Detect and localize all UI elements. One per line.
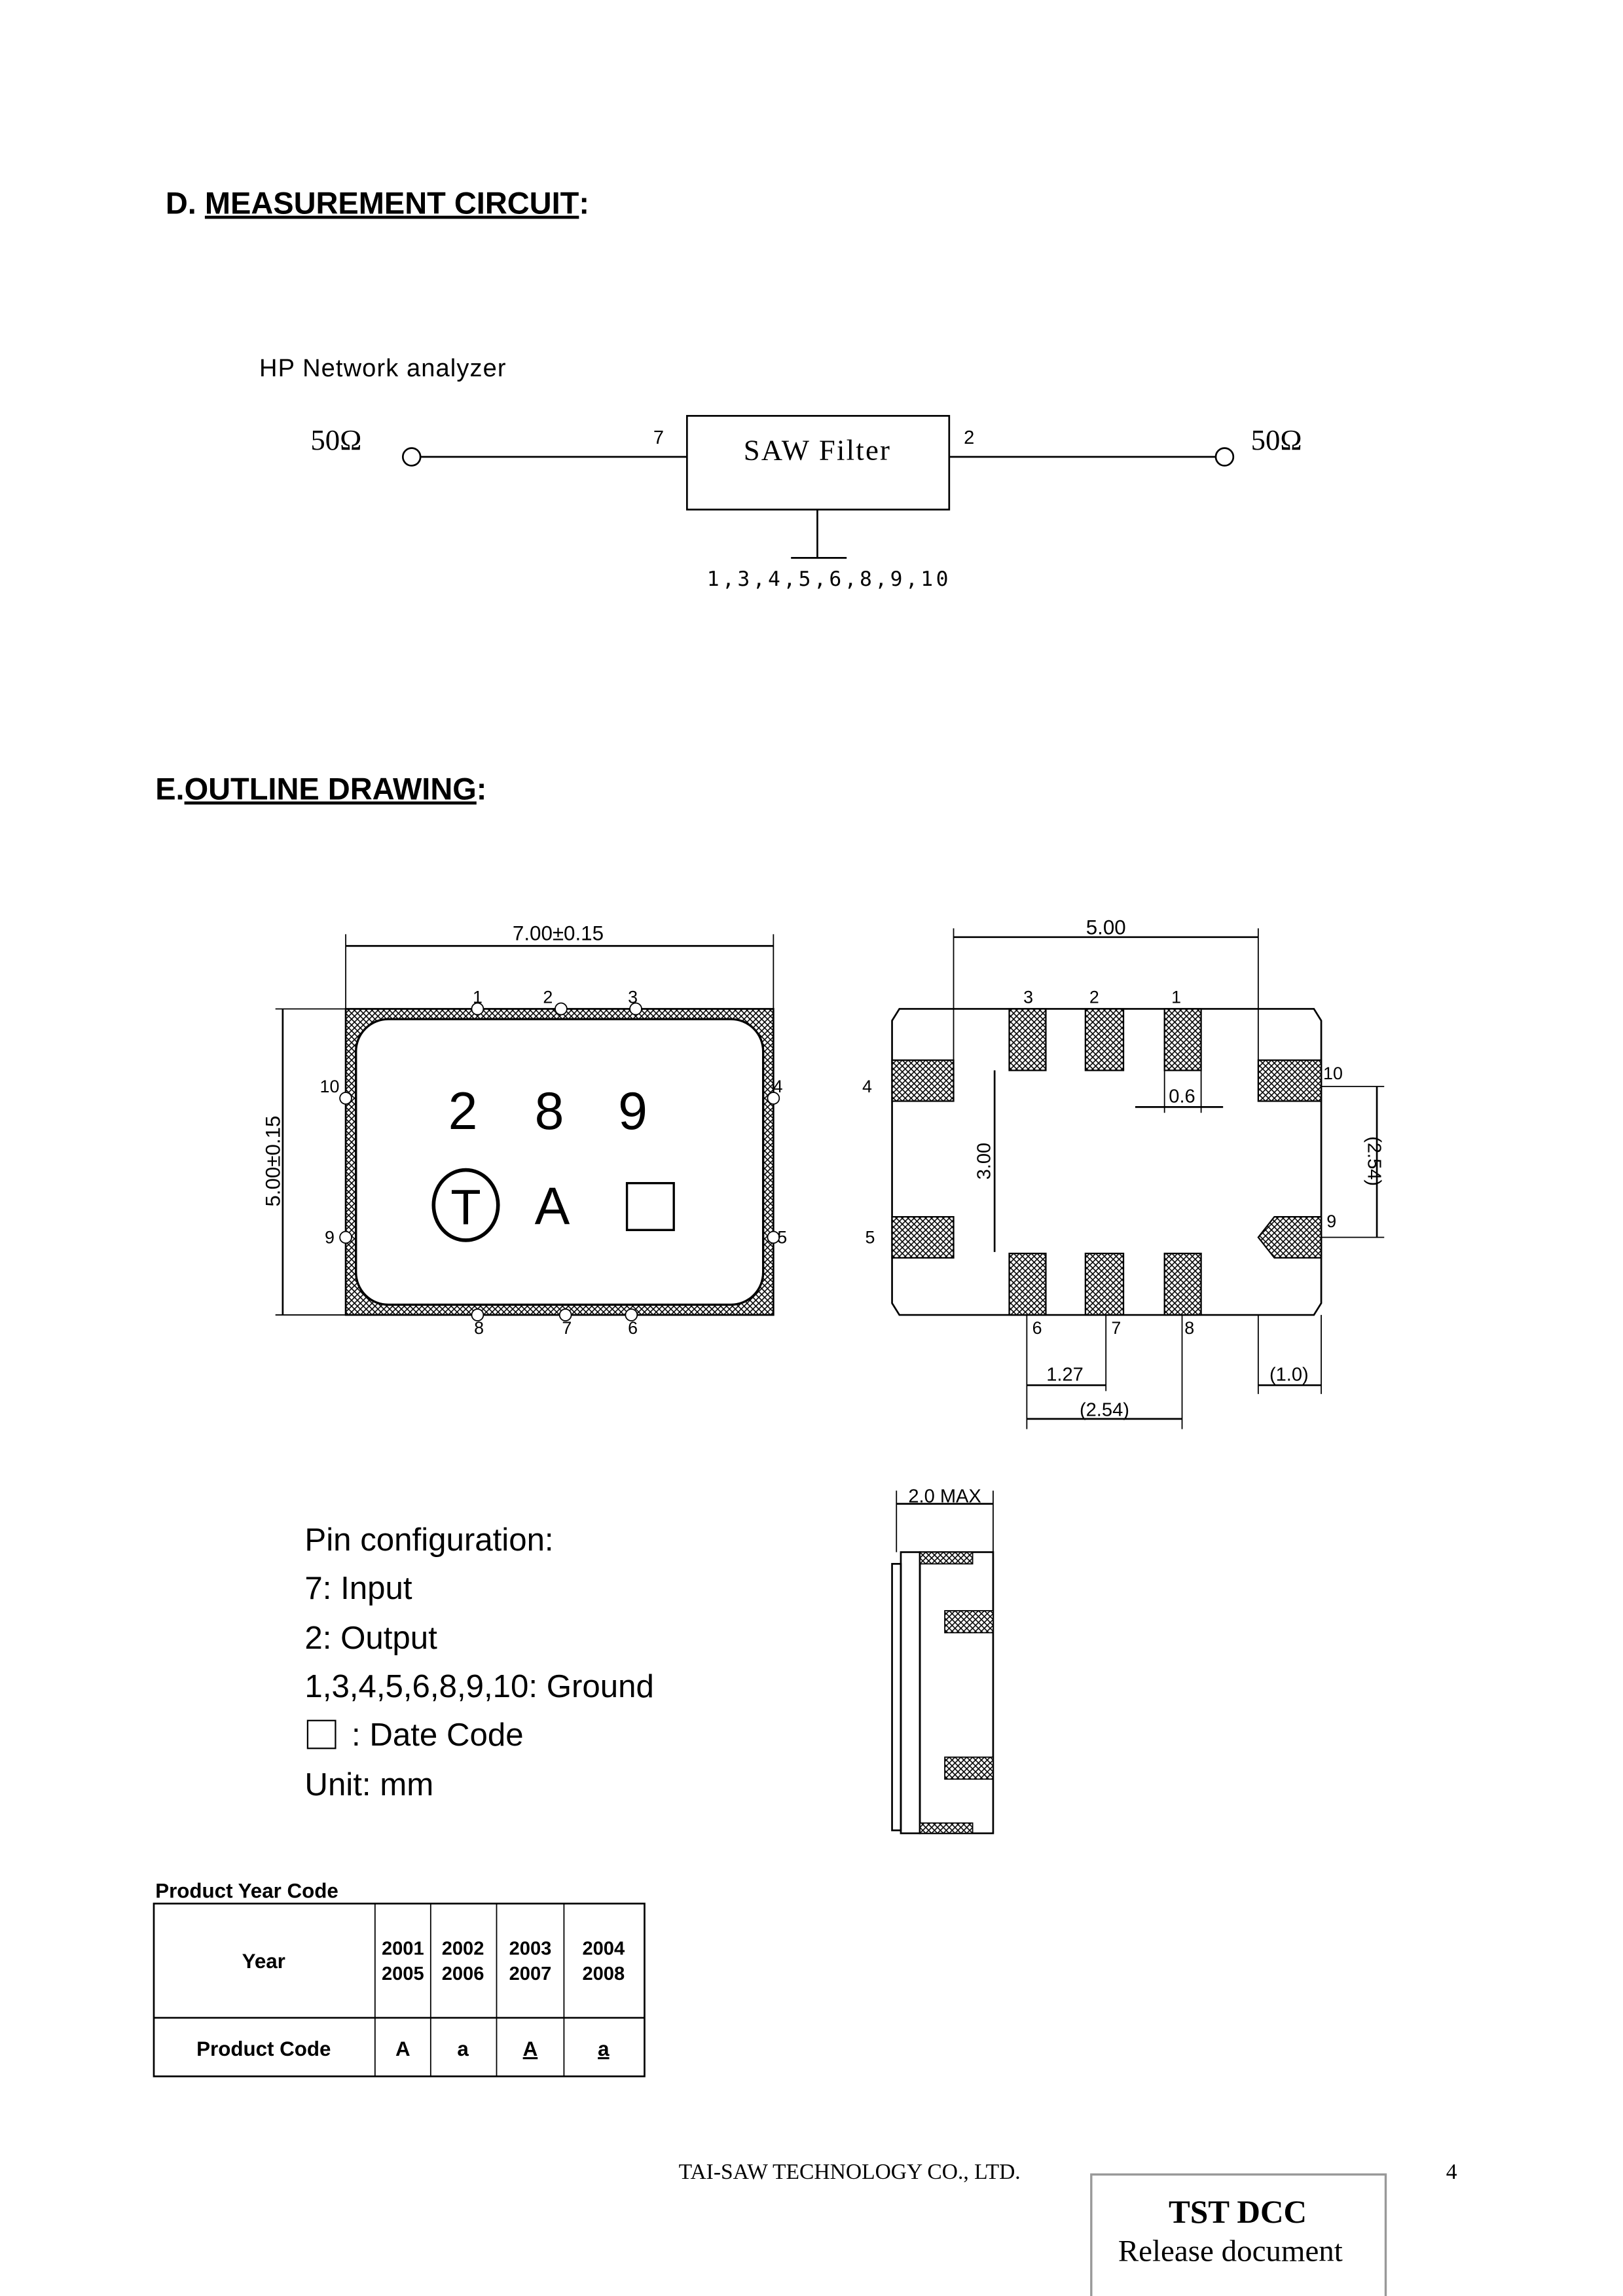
- pad-label-2: 2: [1089, 988, 1099, 1007]
- product-code-header: Product Code: [196, 2037, 331, 2060]
- release-stamp-box: [1090, 2173, 1387, 2296]
- year-cell: 2001: [382, 1939, 424, 1960]
- ground-pins-label: 1,3,4,5,6,8,9,10: [707, 567, 951, 591]
- marking-letter: A: [535, 1177, 570, 1236]
- right-impedance: 50Ω: [1251, 423, 1302, 456]
- pad-label-9: 9: [1326, 1211, 1336, 1231]
- analyzer-label: HP Network analyzer: [259, 355, 507, 382]
- pin-label-4: 4: [773, 1077, 783, 1096]
- section-d-heading: D. MEASUREMENT CIRCUIT:: [166, 186, 589, 221]
- date-code-box-legend: [306, 1719, 337, 1749]
- year-header: Year: [242, 1950, 285, 1973]
- marking-digit: 2: [448, 1082, 478, 1141]
- pad-label-7: 7: [1111, 1318, 1121, 1338]
- year-cell: 2008: [582, 1964, 625, 1984]
- section-e-heading: E.OUTLINE DRAWING:: [155, 772, 486, 806]
- pin-label-9: 9: [325, 1227, 335, 1247]
- pitch-dimension: 1.27: [1046, 1365, 1084, 1386]
- code-cell: A: [523, 2037, 538, 2060]
- bottom-view-drawing: 5.00 3.00 0.6 (2.54) 1.27 (2.54) (1.0) 1…: [862, 916, 1385, 1429]
- bottom-width-dimension: 5.00: [1086, 916, 1126, 939]
- code-cell: A: [395, 2037, 410, 2060]
- side-height-dimension: 2.0 MAX: [908, 1486, 981, 1507]
- measurement-circuit: HP Network analyzer 50Ω 7 SAW Filter 2 5…: [259, 355, 1302, 591]
- company-name: TAI-SAW TECHNOLOGY CO., LTD.: [679, 2160, 1021, 2184]
- year-cell: 2004: [582, 1939, 625, 1960]
- pad-label-8: 8: [1184, 1318, 1194, 1338]
- logo-letter: T: [450, 1179, 481, 1235]
- left-impedance: 50Ω: [310, 423, 361, 456]
- stamp-title: TST DCC: [1169, 2194, 1307, 2230]
- year-cell: 2005: [382, 1964, 424, 1984]
- date-code-box: [625, 1182, 675, 1231]
- code-cell: a: [598, 2037, 610, 2060]
- pin-label-7: 7: [562, 1318, 572, 1338]
- edge-dimension: (1.0): [1269, 1365, 1309, 1386]
- side-view-drawing: 2.0 MAX: [891, 1486, 994, 1835]
- saw-filter-label: SAW Filter: [744, 433, 892, 466]
- pin-label-6: 6: [628, 1318, 638, 1338]
- bottom-height-dimension: 3.00: [974, 1143, 994, 1180]
- year-cell: 2003: [509, 1939, 552, 1960]
- pin-label-10: 10: [320, 1077, 340, 1096]
- stamp-subtitle: Release document: [1118, 2234, 1343, 2268]
- output-pin-label: 2: [964, 427, 974, 448]
- marking-digit: 8: [535, 1082, 564, 1141]
- code-cell: a: [457, 2037, 469, 2060]
- pad-label-6: 6: [1032, 1318, 1042, 1338]
- pad-label-1: 1: [1171, 988, 1181, 1007]
- pin-config-line: : Date Code: [352, 1717, 524, 1753]
- pin-label-1: 1: [473, 988, 483, 1007]
- height-dimension: 5.00±0.15: [261, 1116, 284, 1207]
- marking-digit: 9: [618, 1082, 647, 1141]
- top-view-drawing: 7.00±0.15 5.00±0.15 1 2 3 4 5 6 7 8 9 10…: [261, 922, 787, 1338]
- pin-config-line: Unit: mm: [304, 1767, 433, 1803]
- bottom-pitch-dimension: (2.54): [1080, 1399, 1129, 1420]
- output-port-icon: [1214, 447, 1235, 467]
- year-cell: 2006: [442, 1964, 484, 1984]
- pin-config-line: 2: Output: [304, 1620, 437, 1656]
- package-bottom-outline: [891, 1008, 1322, 1316]
- pad-label-3: 3: [1023, 988, 1033, 1007]
- pad-label-10: 10: [1323, 1064, 1343, 1083]
- page-number: 4: [1446, 2160, 1457, 2184]
- pin-config-line: 1,3,4,5,6,8,9,10: Ground: [304, 1668, 653, 1704]
- lid-outline: [355, 1018, 765, 1306]
- product-year-code-table: Product Year Code Year 2001 2002 2003 20…: [153, 1879, 646, 2077]
- table-title: Product Year Code: [155, 1879, 338, 1902]
- pad-label-5: 5: [866, 1227, 875, 1247]
- pad-label-4: 4: [862, 1077, 872, 1096]
- side-pitch-dimension: (2.54): [1364, 1136, 1385, 1186]
- input-port-icon: [401, 447, 422, 467]
- input-pin-label: 7: [653, 427, 664, 448]
- footer: TAI-SAW TECHNOLOGY CO., LTD. 4 TST DCC R…: [679, 2160, 1457, 2296]
- pin-label-3: 3: [628, 988, 638, 1007]
- year-cell: 2007: [509, 1964, 552, 1984]
- year-cell: 2002: [442, 1939, 484, 1960]
- tst-logo-icon: [431, 1168, 500, 1242]
- pin-label-2: 2: [543, 988, 553, 1007]
- pin-label-8: 8: [474, 1318, 484, 1338]
- pad-width-dimension: 0.6: [1169, 1086, 1195, 1107]
- pin-configuration: Pin configuration: 7: Input 2: Output 1,…: [304, 1522, 653, 1803]
- pads: [891, 1008, 1322, 1316]
- pin-config-line: 7: Input: [304, 1570, 412, 1606]
- pin-label-5: 5: [777, 1227, 787, 1247]
- pin-config-title: Pin configuration:: [304, 1522, 553, 1558]
- width-dimension: 7.00±0.15: [513, 922, 604, 944]
